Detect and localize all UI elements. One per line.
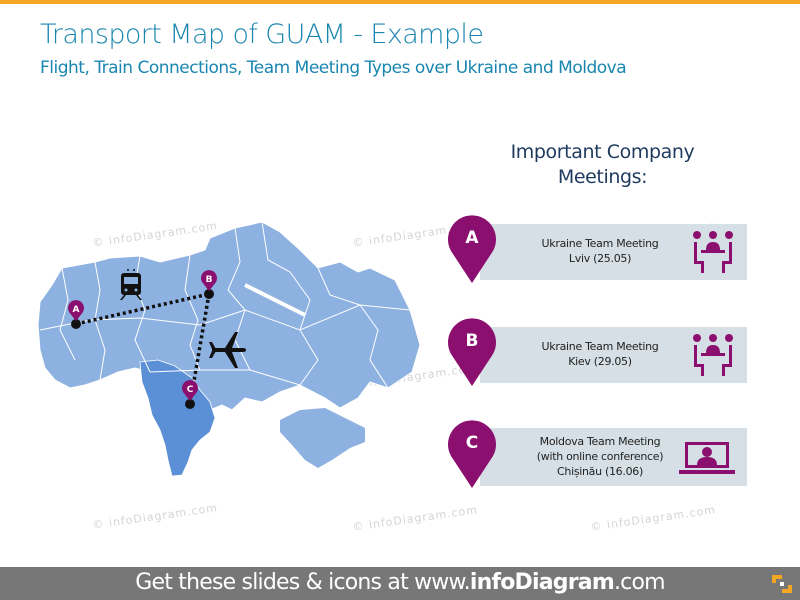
meetings-heading: Important Company Meetings: xyxy=(470,140,735,190)
ukraine-moldova-map: A B C xyxy=(37,221,421,477)
point-a xyxy=(71,319,81,329)
train-icon xyxy=(120,269,142,300)
meeting-card-a[interactable]: Ukraine Team Meeting Lviv (25.05) xyxy=(480,224,747,280)
meeting-card-c[interactable]: Moldova Team Meeting (with online confer… xyxy=(480,428,747,486)
video-conference-icon xyxy=(679,442,735,474)
airplane-icon xyxy=(209,332,246,368)
svg-text:C: C xyxy=(187,385,194,395)
svg-text:B: B xyxy=(206,275,213,285)
region-borders xyxy=(39,221,411,389)
map-pin-a[interactable]: A xyxy=(67,300,84,321)
map-pin-b[interactable]: B xyxy=(201,270,217,291)
watermark: © infoDiagram.com xyxy=(91,501,219,532)
map-pin-c[interactable]: C xyxy=(182,380,198,401)
footer-banner[interactable]: Get these slides & icons at www.infoDiag… xyxy=(0,567,800,600)
svg-text:A: A xyxy=(73,305,80,315)
infodiagram-logo-icon xyxy=(772,575,792,593)
team-meeting-icon xyxy=(693,231,733,273)
meeting-location-date: Kiev (29.05) xyxy=(568,355,632,368)
footer-text: Get these slides & icons at www.infoDiag… xyxy=(135,570,665,595)
meeting-title: Moldova Team Meeting xyxy=(539,435,661,448)
watermark: © infoDiagram.com xyxy=(589,503,717,534)
meeting-title: Ukraine Team Meeting xyxy=(541,340,659,353)
marker-label: B xyxy=(465,331,479,351)
meeting-card-b[interactable]: Ukraine Team Meeting Kiev (29.05) xyxy=(480,327,747,383)
meeting-location-date: Lviv (25.05) xyxy=(568,252,632,265)
meetings-heading-line2: Meetings: xyxy=(557,166,648,188)
marker-label: A xyxy=(465,228,479,248)
crimea-shape xyxy=(280,408,365,468)
dnieper-river xyxy=(244,283,306,317)
train-route-a-b xyxy=(75,292,210,326)
flight-route-b-c xyxy=(188,293,211,405)
meetings-heading-line1: Important Company xyxy=(510,141,695,163)
top-accent-bar xyxy=(0,0,800,4)
meeting-note: (with online conference) xyxy=(536,450,664,463)
marker-pin-b: B xyxy=(447,316,497,388)
point-b xyxy=(204,289,214,299)
page-subtitle: Flight, Train Connections, Team Meeting … xyxy=(40,58,627,78)
marker-pin-a: A xyxy=(447,213,497,285)
watermark: © infoDiagram.com xyxy=(351,503,479,534)
ukraine-shape xyxy=(37,221,421,411)
point-c xyxy=(185,399,195,409)
team-meeting-icon xyxy=(693,334,733,376)
meeting-location-date: Chișinău (16.06) xyxy=(557,465,643,478)
marker-label: C xyxy=(465,433,479,453)
marker-pin-c: C xyxy=(447,418,497,490)
page-title: Transport Map of GUAM - Example xyxy=(40,19,484,50)
meeting-title: Ukraine Team Meeting xyxy=(541,237,659,250)
